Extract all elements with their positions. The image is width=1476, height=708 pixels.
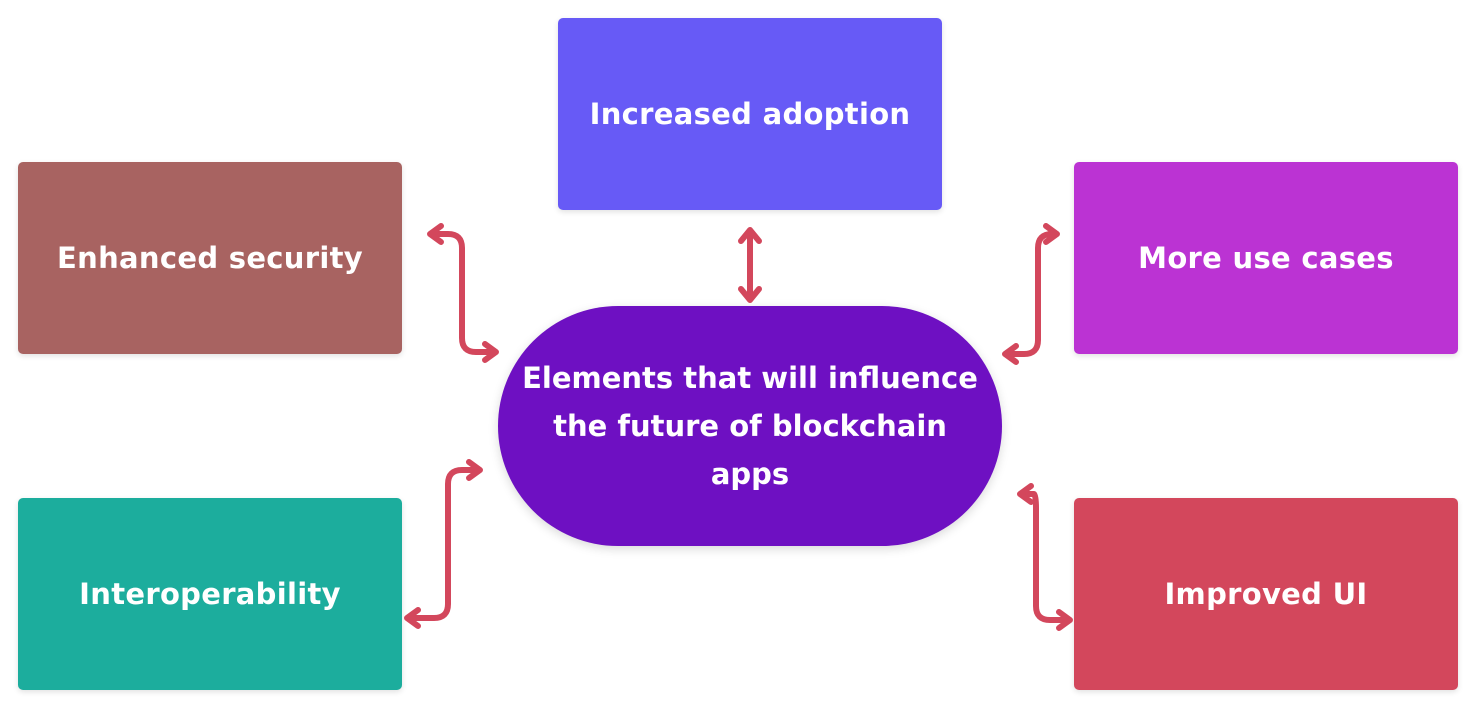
arrowhead-icon: [482, 341, 499, 363]
arrowhead-icon: [1043, 223, 1060, 245]
arrowhead-icon: [404, 607, 421, 629]
node-improved-ui: Improved UI: [1074, 498, 1458, 690]
node-label: Improved UI: [1164, 577, 1368, 611]
central-topic-label: Elements that will influence the future …: [522, 361, 978, 491]
arrowhead-icon: [466, 459, 483, 481]
arrowhead-icon: [1056, 609, 1073, 631]
arrowhead-icon: [427, 223, 444, 245]
node-label: Enhanced security: [57, 241, 363, 275]
connector-interoperability: [405, 467, 481, 621]
node-enhanced-security: Enhanced security: [18, 162, 402, 354]
node-more-use-cases: More use cases: [1074, 162, 1458, 354]
arrowhead-icon: [1017, 483, 1034, 505]
node-label: Increased adoption: [589, 97, 911, 131]
arrowhead-icon: [738, 227, 762, 244]
node-label: More use cases: [1138, 241, 1394, 275]
connector-improved-ui: [1019, 491, 1071, 623]
node-label: Interoperability: [79, 577, 341, 611]
arrowhead-icon: [738, 286, 762, 303]
connector-security: [429, 231, 497, 355]
connector-use-cases: [1003, 231, 1057, 357]
arrowhead-icon: [1002, 343, 1019, 365]
node-interoperability: Interoperability: [18, 498, 402, 690]
central-topic: Elements that will influence the future …: [498, 306, 1002, 546]
node-increased-adoption: Increased adoption: [558, 18, 942, 210]
